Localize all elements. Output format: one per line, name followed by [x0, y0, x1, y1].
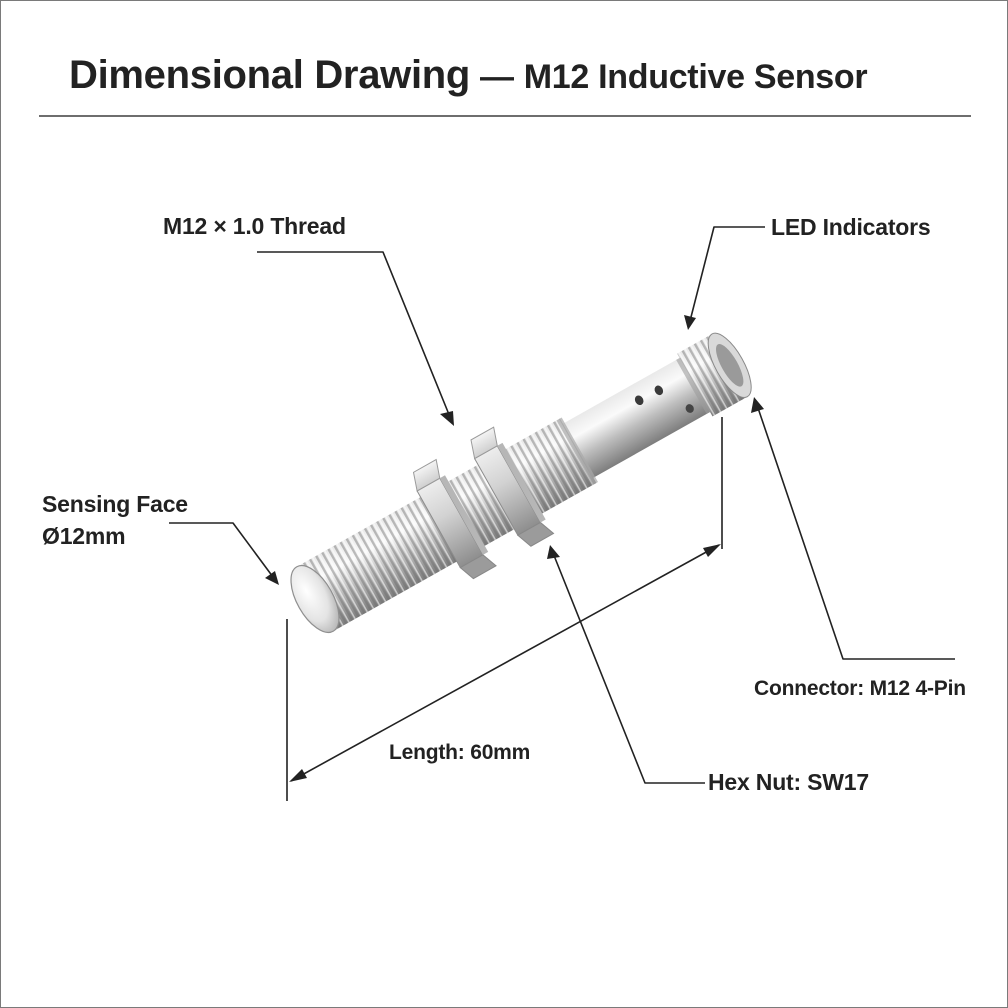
connector-leader: [756, 404, 955, 660]
sensing-face: [290, 564, 340, 634]
hex-nut-arrow: [547, 545, 560, 559]
sensing-face-callout: Sensing Face: [42, 491, 188, 517]
page-title: Dimensional Drawing—M12 Inductive Sensor: [69, 53, 868, 98]
sensing-face-leader: [169, 522, 274, 578]
length-callout: Length: 60mm: [389, 741, 531, 764]
hex-nut-callout: Hex Nut: SW17: [708, 769, 869, 795]
thread-arrow: [440, 411, 454, 426]
arrowheads: [265, 315, 764, 782]
title-divider: [39, 115, 971, 117]
led-hole-1: [654, 385, 664, 396]
hex-nut-leader: [552, 552, 705, 784]
title-subtitle: M12 Inductive Sensor: [523, 58, 868, 96]
connector-callout: Connector: M12 4-Pin: [754, 677, 966, 700]
sensor-body: [290, 332, 752, 634]
led-hole-3: [685, 404, 694, 413]
connector-arrow: [751, 397, 764, 413]
hex-nut-rear: [470, 426, 555, 547]
length-dimension-line: [290, 544, 720, 782]
smooth-housing: [561, 357, 711, 479]
length-arrow-right: [703, 544, 721, 557]
led-arrow: [684, 315, 696, 330]
sensing-face-diameter: Ø12mm: [42, 523, 126, 549]
thread-leader: [257, 251, 451, 418]
length-arrow-left: [289, 769, 307, 782]
led-callout: LED Indicators: [771, 214, 931, 240]
sensing-face-arrow: [265, 571, 279, 585]
title-separator: —: [480, 58, 514, 96]
leader-lines: [169, 226, 955, 801]
hex-nut-front: [412, 458, 497, 580]
thread-callout: M12 × 1.0 Thread: [163, 213, 346, 239]
led-leader: [689, 226, 765, 322]
led-hole-2: [634, 395, 644, 406]
title-main: Dimensional Drawing: [69, 53, 471, 97]
